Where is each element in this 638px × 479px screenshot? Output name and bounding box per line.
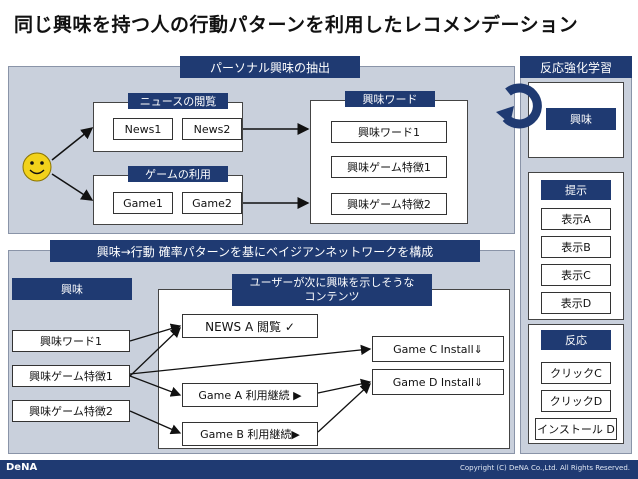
right-interest-box: 興味 <box>546 108 616 130</box>
word1-to-news-a-line <box>129 323 182 342</box>
bottom-interest-game-feature1-box: 興味ゲーム特徴1 <box>12 365 130 387</box>
cycle-arrow-icon <box>496 83 542 129</box>
page-title: 同じ興味を持つ人の行動パターンを利用したレコメンデーション <box>14 14 579 36</box>
display-c-box: 表示C <box>541 264 611 286</box>
interest-game-feature1-box: 興味ゲーム特徴1 <box>331 156 447 178</box>
game2-box: Game2 <box>182 192 242 214</box>
news-label: ニュースの閲覧 <box>128 93 228 109</box>
interest-words-label: 興味ワード <box>345 91 435 107</box>
interest-game-feature2-box: 興味ゲーム特徴2 <box>331 193 447 215</box>
news1-box: News1 <box>113 118 173 140</box>
news2-box: News2 <box>182 118 242 140</box>
smiley-icon <box>22 152 52 182</box>
game-b-to-game-d-line <box>317 383 371 433</box>
game-b-continue-box: Game B 利用継続▶ <box>182 422 318 446</box>
display-d-box: 表示D <box>541 292 611 314</box>
feature2-to-game-b-line <box>129 410 182 435</box>
feature1-to-game-c-line <box>129 344 372 375</box>
game1-box: Game1 <box>113 192 173 214</box>
smiley-to-game-arrow <box>51 173 94 201</box>
bottom-panel-band: 興味→行動 確率パターンを基にベイジアンネットワークを構成 <box>50 240 480 262</box>
dena-logo: DeNA <box>6 462 38 473</box>
interest-word1-box: 興味ワード1 <box>331 121 447 143</box>
click-d-box: クリックD <box>541 390 611 412</box>
display-a-box: 表示A <box>541 208 611 230</box>
bottom-interest-word1-box: 興味ワード1 <box>12 330 130 352</box>
bottom-interest-header: 興味 <box>12 278 132 300</box>
feature1-to-game-a-line <box>129 375 182 397</box>
click-c-box: クリックC <box>541 362 611 384</box>
content-header-line1: ユーザーが次に興味を示しそうな <box>249 276 415 289</box>
copyright-text: Copyright (C) DeNA Co.,Ltd. All Rights R… <box>460 464 630 472</box>
content-header: ユーザーが次に興味を示しそうな コンテンツ <box>232 274 432 306</box>
content-header-line2: コンテンツ <box>304 290 360 303</box>
footer-bar <box>0 460 638 479</box>
present-label: 提示 <box>541 180 611 200</box>
smiley-to-news-arrow <box>51 127 94 161</box>
game-a-continue-box: Game A 利用継続 ▶ <box>182 383 318 407</box>
game-c-install-box: Game C Install⇓ <box>372 336 504 362</box>
game-d-install-box: Game D Install⇓ <box>372 369 504 395</box>
reaction-label: 反応 <box>541 330 611 350</box>
install-d-box: インストール D <box>535 418 617 440</box>
top-panel-band: パーソナル興味の抽出 <box>180 56 360 78</box>
news-a-view-box: NEWS A 閲覧 ✓ <box>182 314 318 338</box>
right-panel-band: 反応強化学習 <box>520 56 632 78</box>
game-label: ゲームの利用 <box>128 166 228 182</box>
feature1-to-news-a-line <box>129 327 181 377</box>
display-b-box: 表示B <box>541 236 611 258</box>
bottom-interest-game-feature2-box: 興味ゲーム特徴2 <box>12 400 130 422</box>
